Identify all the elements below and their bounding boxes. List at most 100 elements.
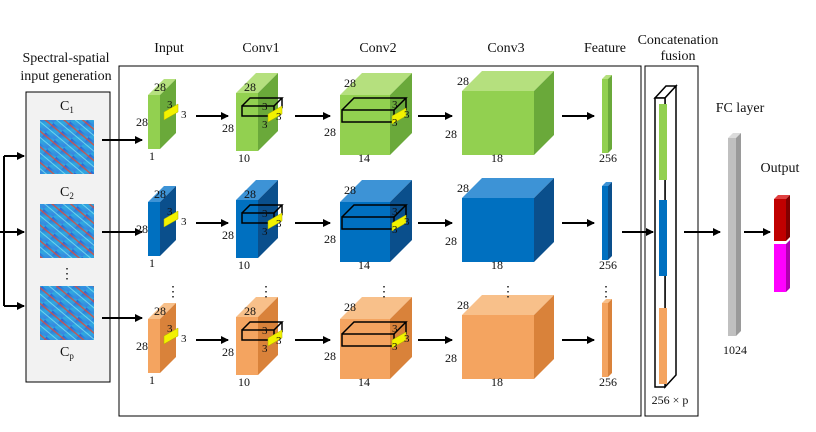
conv1-side-left-orange: 28 [222, 345, 234, 359]
conv2-side-top-orange: 28 [344, 300, 356, 314]
conv1-side-top-green: 28 [244, 80, 256, 94]
conv2-kernel-d-orange: 3 [392, 341, 398, 353]
input-depth-blue: 1 [149, 256, 155, 270]
conv2-cube-orange [340, 297, 412, 379]
conv3-depth-orange: 18 [491, 375, 503, 389]
conv3-side-top-green: 28 [457, 74, 469, 88]
conv1-kernel-w-green: 3 [262, 101, 268, 113]
header-fusion-1: Concatenation [638, 33, 719, 48]
conv1-side-top-orange: 28 [244, 304, 256, 318]
channel-ellipsis: ⋮ [60, 267, 74, 282]
input-depth-orange: 1 [149, 373, 155, 387]
conv3-side-top-orange: 28 [457, 298, 469, 312]
feature-vector-green [602, 75, 612, 153]
conv2-kernel-d-green: 3 [392, 117, 398, 129]
input-kernel-orange [163, 327, 179, 345]
feature-length-green: 256 [599, 151, 617, 165]
conv1-kernel-w-blue: 3 [262, 208, 268, 220]
conv1-depth-blue: 10 [238, 258, 250, 272]
conv2-kernel-w-green: 3 [392, 99, 398, 111]
output-layer [774, 195, 790, 292]
header-feature: Feature [584, 41, 626, 56]
channel-image-c2 [40, 204, 94, 258]
feature-vector-orange [602, 299, 612, 377]
ellipsis-conv3: ⋮ [501, 285, 515, 300]
ellipsis-input: ⋮ [166, 285, 180, 300]
conv2-depth-blue: 14 [358, 258, 370, 272]
conv3-cube-blue [462, 178, 554, 262]
conv2-side-top-green: 28 [344, 76, 356, 90]
conv1-kernel-orange [267, 329, 283, 347]
header-conv2: Conv2 [359, 41, 396, 56]
input-kernel-h-blue: 3 [181, 216, 187, 228]
fusion-length-label: 256 × p [652, 393, 689, 407]
conv2-kernel-orange [391, 331, 407, 349]
conv1-kernel-d-blue: 3 [262, 226, 268, 238]
channel-label-c2: C2 [60, 185, 74, 201]
input-kernel-h-green: 3 [181, 109, 187, 121]
conv2-kernel-w-blue: 3 [392, 206, 398, 218]
conv2-depth-orange: 14 [358, 375, 370, 389]
conv2-side-top-blue: 28 [344, 183, 356, 197]
conv2-kernel-d-blue: 3 [392, 224, 398, 236]
conv2-kernel-h-green: 3 [404, 109, 410, 121]
input-kernel-blue [163, 210, 179, 228]
channel-label-cp: Cp [60, 345, 74, 361]
input-side-left-blue: 28 [136, 222, 148, 236]
input-side-left-orange: 28 [136, 339, 148, 353]
conv2-side-left-blue: 28 [324, 232, 336, 246]
input-kernel-h-orange: 3 [181, 333, 187, 345]
input-kernel-w-green: 3 [167, 99, 173, 111]
conv1-kernel-w-orange: 3 [262, 325, 268, 337]
conv2-kernel-blue [391, 214, 407, 232]
ellipsis-conv1: ⋮ [259, 285, 273, 300]
conv1-side-top-blue: 28 [244, 187, 256, 201]
conv1-depth-green: 10 [238, 151, 250, 165]
conv2-kernel-h-orange: 3 [404, 333, 410, 345]
feature-length-orange: 256 [599, 375, 617, 389]
header-fc: FC layer [716, 101, 765, 116]
conv3-cube-orange [462, 295, 554, 379]
input-depth-green: 1 [149, 149, 155, 163]
input-side-top-orange: 28 [154, 304, 166, 318]
feature-vector-blue [602, 182, 612, 260]
ellipsis-feature: ⋮ [599, 285, 613, 300]
conv1-kernel-green [267, 105, 283, 123]
conv3-side-left-blue: 28 [445, 234, 457, 248]
conv1-kernel-h-blue: 3 [276, 218, 282, 230]
conv2-kernel-green [391, 107, 407, 125]
conv1-cube-green [236, 73, 278, 151]
header-conv3: Conv3 [487, 41, 524, 56]
ellipsis-conv2: ⋮ [377, 285, 391, 300]
conv3-depth-green: 18 [491, 151, 503, 165]
input-bracket [0, 156, 5, 306]
fc-layer [728, 133, 741, 336]
conv3-cube-green [462, 71, 554, 155]
conv1-side-left-green: 28 [222, 121, 234, 135]
conv2-kernel-w-orange: 3 [392, 323, 398, 335]
conv3-depth-blue: 18 [491, 258, 503, 272]
conv3-side-top-blue: 28 [457, 181, 469, 195]
input-kernel-w-orange: 3 [167, 323, 173, 335]
conv1-depth-orange: 10 [238, 375, 250, 389]
channel-label-c1: C1 [60, 99, 74, 115]
conv1-kernel-h-orange: 3 [276, 335, 282, 347]
channel-image-cp [40, 286, 94, 340]
generation-title-2: input generation [20, 69, 111, 84]
fusion-segment-orange [659, 308, 667, 384]
fusion-vector [653, 84, 678, 389]
input-side-top-green: 28 [154, 80, 166, 94]
conv2-kernel-h-blue: 3 [404, 216, 410, 228]
conv1-kernel-d-green: 3 [262, 119, 268, 131]
header-output: Output [761, 161, 800, 176]
conv2-side-left-orange: 28 [324, 349, 336, 363]
feature-length-blue: 256 [599, 258, 617, 272]
input-kernel-green [163, 103, 179, 121]
fusion-panel [644, 65, 699, 417]
generation-title-1: Spectral-spatial [22, 51, 109, 66]
conv1-side-left-blue: 28 [222, 228, 234, 242]
cnn-panel [118, 65, 642, 417]
conv1-kernel-h-green: 3 [276, 111, 282, 123]
